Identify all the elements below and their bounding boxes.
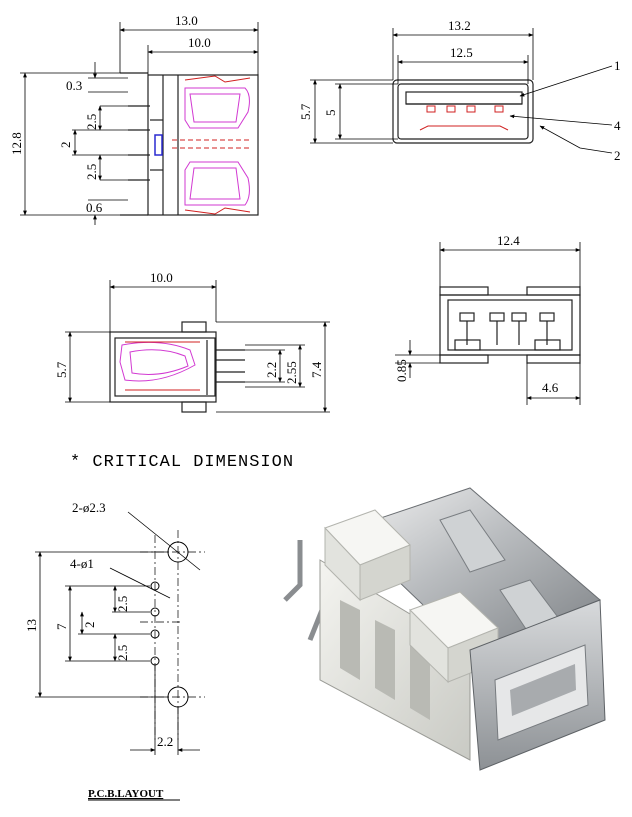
- front-view: 13.2 12.5 5.7 5 1 4 2: [298, 18, 621, 163]
- side-view: 13.0 10.0 12.8 0.3 2.5 2 2.5 0.6: [9, 13, 259, 225]
- pcb-small-hole-label: 4-ø1: [70, 556, 94, 571]
- side-pitch-mid: 2: [58, 142, 73, 149]
- bottom-d2: 2.55: [284, 361, 299, 384]
- front-width-outer: 13.2: [448, 18, 471, 33]
- side-height-total: 12.8: [9, 132, 24, 155]
- callout-4: 4: [614, 118, 621, 133]
- front-width-inner: 12.5: [450, 45, 473, 60]
- bottom-d3: 7.4: [309, 361, 324, 378]
- side-pitch-b: 2.5: [84, 164, 99, 180]
- side-width-outer: 13.0: [175, 13, 198, 28]
- pcb-hole-small-2: [150, 607, 160, 617]
- rear-width: 12.4: [497, 233, 520, 248]
- front-height-outer: 5.7: [298, 103, 313, 120]
- pcb-offset-label: 2.2: [157, 734, 173, 749]
- rear-tab: 4.6: [542, 380, 559, 395]
- pcb-hole-small-3: [150, 629, 160, 639]
- side-pitch-a: 2.5: [84, 114, 99, 130]
- pcb-hole-small-1: [150, 581, 160, 591]
- pcb-layout-caption: P.C.B.LAYOUT: [88, 788, 164, 800]
- bottom-d1: 2.2: [264, 362, 279, 378]
- pcb-pitch-1: 2.5: [115, 596, 130, 612]
- pcb-pitch-3: 2.5: [115, 645, 130, 661]
- side-top-offset: 0.3: [66, 78, 82, 93]
- front-height-inner: 5: [323, 110, 338, 117]
- callout-1: 1: [614, 58, 621, 73]
- critical-dimension-note: * CRITICAL DIMENSION: [70, 453, 294, 472]
- side-bottom-offset: 0.6: [86, 200, 103, 215]
- pcb-big-hole-label: 2-ø2.3: [72, 500, 106, 515]
- bottom-view: 10.0 5.7 2.2 2.55 7.4: [54, 270, 330, 413]
- bottom-length: 10.0: [150, 270, 173, 285]
- pcb-pitch-2: 2: [82, 622, 97, 629]
- usb-connector-photo: [283, 487, 606, 771]
- side-width-inner: 10.0: [188, 35, 211, 50]
- rear-view: 12.4 0.85 4.6: [394, 233, 581, 405]
- rear-offset: 0.85: [394, 359, 409, 382]
- pcb-span-label: 7: [54, 623, 69, 630]
- pcb-layout: 2-ø2.3 4-ø1 13 7 2.5 2 2.5 2.2 P.C.B.LAY…: [24, 500, 205, 801]
- bottom-height: 5.7: [54, 361, 69, 378]
- callout-2: 2: [614, 148, 621, 163]
- pcb-height-label: 13: [24, 619, 39, 632]
